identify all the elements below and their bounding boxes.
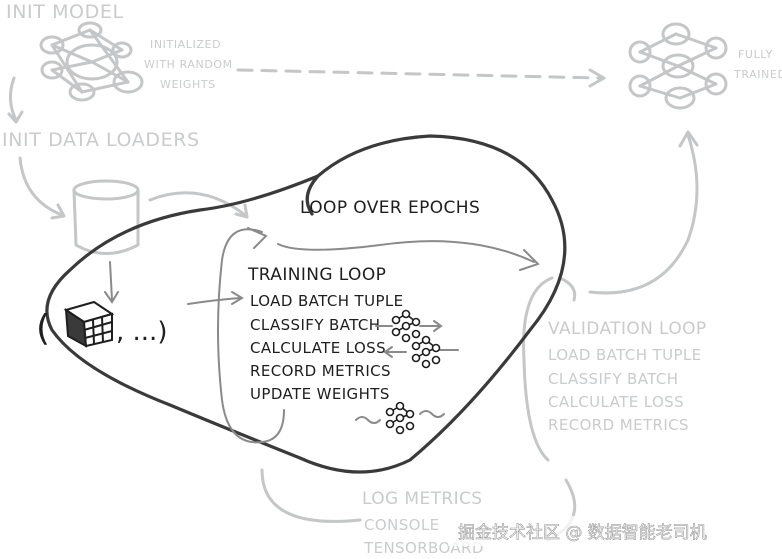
- epoch-arrow: [277, 240, 535, 263]
- training-step-5: UPDATE WEIGHTS: [250, 385, 390, 403]
- loss-network-icon: [383, 335, 459, 369]
- tuple-open-paren: (: [36, 308, 50, 349]
- init-model-note-2: WITH RANDOM: [144, 58, 233, 71]
- validation-step-4: RECORD METRICS: [548, 416, 689, 434]
- validation-step-1: LOAD BATCH TUPLE: [548, 346, 702, 364]
- watermark-backdrop: [448, 516, 778, 546]
- init-model-note-3: WEIGHTS: [160, 78, 216, 91]
- validation-step-3: CALCULATE LOSS: [548, 393, 684, 411]
- training-step-4: RECORD METRICS: [250, 362, 391, 380]
- training-step-3: CALCULATE LOSS: [250, 339, 386, 357]
- loop-over-epochs-title: LOOP OVER EPOCHS: [300, 198, 480, 218]
- cylinder-to-batch-arrow: [104, 261, 119, 304]
- batch-to-training-arrow: [187, 291, 244, 305]
- trained-model-network-icon: [628, 22, 728, 110]
- epoch-loop-outline: [45, 134, 567, 474]
- init-data-loaders-title: INIT DATA LOADERS: [2, 129, 200, 151]
- training-step-1: LOAD BATCH TUPLE: [250, 292, 404, 310]
- tuple-rest: , ...): [116, 317, 167, 347]
- training-loop-arrow-head: [247, 227, 268, 249]
- validation-loop-title: VALIDATION LOOP: [548, 319, 707, 339]
- log-metrics-title: LOG METRICS: [362, 489, 483, 509]
- training-loop-title: TRAINING LOOP: [247, 265, 386, 285]
- classify-network-icon: [375, 309, 443, 343]
- update-weights-network-icon: [355, 401, 445, 435]
- watermark-text: 掘金技术社区 @ 数据智能老司机: [458, 523, 707, 543]
- validation-step-2: CLASSIFY BATCH: [548, 370, 679, 388]
- data-cylinder-icon: [72, 179, 140, 255]
- epoch-loop-tail: [305, 174, 320, 216]
- training-loop-bracket: [217, 228, 285, 444]
- fully-trained-line-2: TRAINED: [733, 68, 782, 81]
- background-flow-arrows: [7, 68, 699, 542]
- fully-trained-line-1: FULLY: [738, 48, 773, 61]
- epoch-arrow-head: [519, 249, 540, 271]
- init-model-title: INIT MODEL: [6, 1, 124, 23]
- log-metrics-console: CONSOLE: [364, 516, 439, 534]
- init-model-note-1: INITIALIZED: [150, 38, 221, 51]
- init-model-network-icon: [39, 21, 144, 102]
- batch-cube-icon: [63, 300, 115, 348]
- training-step-2: CLASSIFY BATCH: [250, 316, 381, 334]
